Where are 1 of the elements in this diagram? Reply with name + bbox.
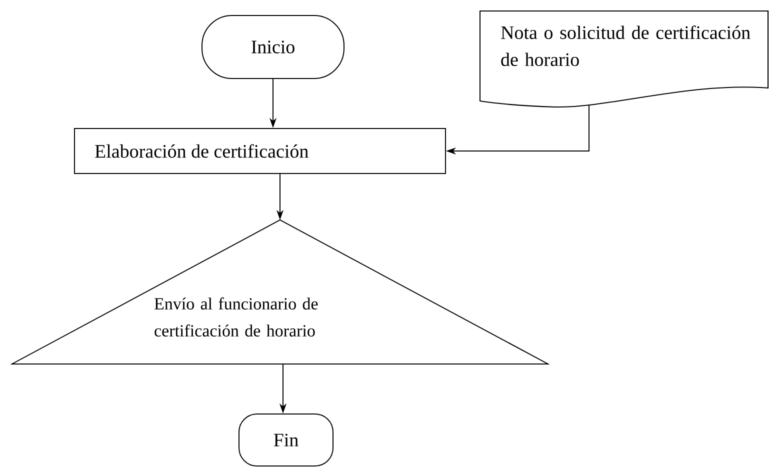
process-box: Elaboración de certificación	[74, 128, 446, 174]
